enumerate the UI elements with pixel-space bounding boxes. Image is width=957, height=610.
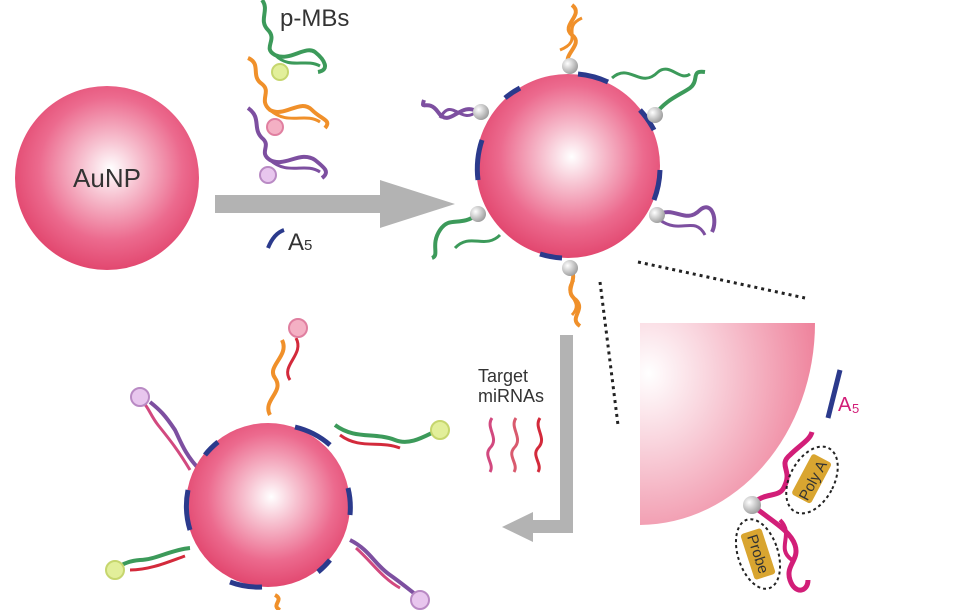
fluorophore [130, 387, 150, 407]
a5-label: A [288, 229, 304, 256]
fluorophore [410, 590, 430, 610]
a5-inset-subscript: 5 [852, 401, 859, 416]
fluorophore [105, 560, 125, 580]
a5-inset-label: A [838, 394, 852, 416]
mirna-strand [510, 417, 520, 473]
target-mirnas: Target miRNAs [478, 366, 544, 473]
a5-legend: A 5 [266, 228, 312, 256]
arrow-down-left [502, 335, 573, 542]
a5-subscript: 5 [304, 237, 312, 254]
aunp-hybridized [105, 318, 450, 610]
aunp-bare: AuNP [15, 86, 199, 270]
mirna-strand [486, 417, 496, 473]
aunp-label: AuNP [73, 163, 141, 193]
mirna-strand [534, 417, 544, 473]
target-label-line2: miRNAs [478, 386, 544, 406]
target-label-line1: Target [478, 366, 528, 386]
fluorophore-purple [259, 166, 277, 184]
pmbs-label: p-MBs [280, 5, 349, 32]
fluorophore [288, 318, 308, 338]
inset-zoom: A 5 Poly A Probe [640, 323, 859, 593]
zoom-lines [598, 260, 806, 426]
aunp-functionalized [421, 3, 717, 328]
fluorophore [430, 420, 450, 440]
fluorophore-pink [266, 118, 284, 136]
fluorophore-green [271, 63, 289, 81]
pmbs-stack: p-MBs [246, 0, 349, 184]
arrow-right [215, 180, 455, 228]
